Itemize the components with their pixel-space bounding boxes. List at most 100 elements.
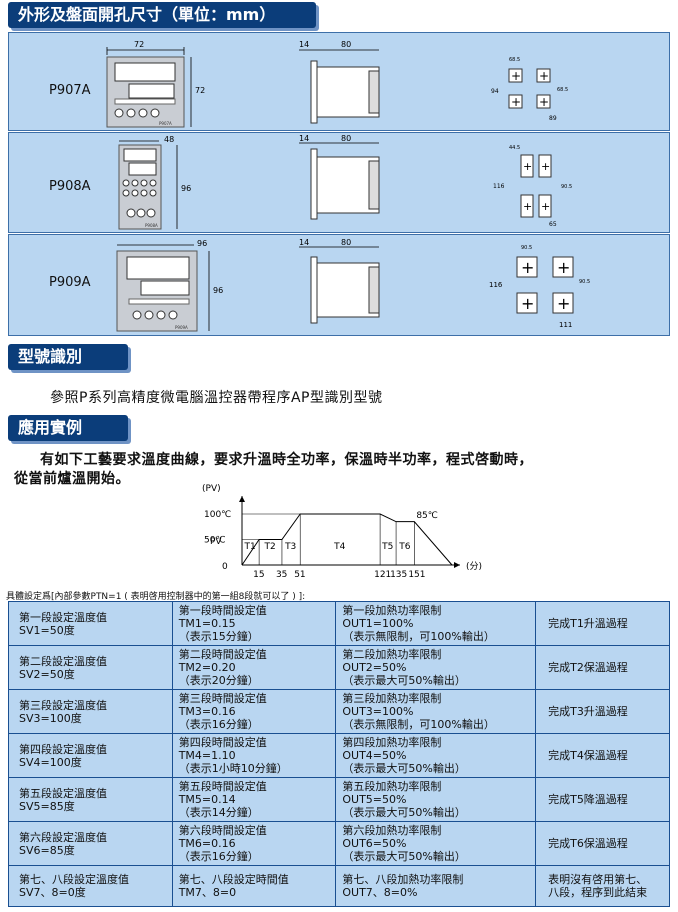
application-section-title: 應用實例 bbox=[8, 415, 128, 441]
cutout-h-label: 116 bbox=[493, 183, 505, 190]
side-depth-label: 14 bbox=[299, 134, 309, 143]
cell-line: 完成T4保溫過程 bbox=[548, 749, 628, 762]
x-tick-label: 135 bbox=[390, 570, 407, 580]
cell-line: OUT3=100% bbox=[342, 705, 414, 718]
cell-line: （表示1小時10分鐘） bbox=[178, 762, 288, 775]
cell-line: OUT4=50% bbox=[342, 749, 407, 762]
cell-line: OUT5=50% bbox=[342, 793, 407, 806]
front-height-label: 96 bbox=[213, 286, 223, 295]
svg-text:+: + bbox=[541, 160, 550, 173]
x-tick-label: 151 bbox=[408, 570, 425, 580]
cell-line: OUT6=50% bbox=[342, 837, 407, 850]
cell-line: 完成T2保溫過程 bbox=[548, 661, 628, 674]
front-width-label: 72 bbox=[134, 40, 144, 49]
cell-line: 完成T6保溫過程 bbox=[548, 837, 628, 850]
cutout-a-label: 44.5 bbox=[509, 145, 520, 151]
cell-line: （表示無限制，可100%輸出） bbox=[342, 630, 495, 643]
model-label: P908A bbox=[49, 179, 91, 194]
cutout-b-label: 90.5 bbox=[561, 184, 572, 190]
x-origin-label: 0 bbox=[222, 562, 228, 572]
cell-line: （表示最大可50%輸出） bbox=[342, 850, 466, 863]
side-depth-label: 14 bbox=[299, 40, 309, 49]
svg-text:+: + bbox=[511, 95, 521, 109]
svg-text:+: + bbox=[511, 69, 521, 83]
side-view-drawing bbox=[299, 142, 380, 220]
p908a-drawings: 48 96 P908A 14 80 ++ ++ 44.5 90.5 116 65 bbox=[118, 134, 572, 230]
cell-line: （表示16分鐘） bbox=[178, 850, 259, 863]
cell-line: 第五段設定溫度值 bbox=[19, 786, 107, 800]
cell-line: 第六段設定溫度值 bbox=[19, 830, 107, 844]
cell-line: 完成T5降溫過程 bbox=[548, 793, 628, 806]
cutout-a-label: 90.5 bbox=[521, 245, 532, 251]
cell-line: TM1=0.15 bbox=[178, 617, 236, 630]
cell-line: 第二段設定溫度值 bbox=[19, 654, 107, 668]
p909a-drawings: 96 96 P909A 14 80 ++ ++ 90.5 90.5 116 11… bbox=[116, 238, 590, 332]
table-caption: 具體設定爲[內部參數PTN=1 ( 表明啓用控制器中的第一組8段就可以了 ) ]… bbox=[6, 592, 306, 602]
cell-line: OUT1=100% bbox=[342, 617, 414, 630]
segment-label: T1 bbox=[244, 542, 256, 552]
cell-line: TM7、8=0 bbox=[178, 886, 237, 899]
x-axis-label: (分) bbox=[466, 561, 482, 572]
y-tick-label: 50℃ bbox=[204, 536, 226, 546]
cutout-a-label: 68.5 bbox=[509, 57, 520, 63]
dimension-panel-p908a: P908A 48 96 P908A 14 bbox=[8, 132, 670, 233]
y-axis-mid-label: PV bbox=[210, 537, 222, 547]
svg-text:+: + bbox=[557, 258, 570, 277]
dimension-panel-p907a: P907A 72 72 P907A 14 80 bbox=[8, 32, 670, 131]
cell-line: OUT2=50% bbox=[342, 661, 407, 674]
cell-line: OUT7、8=0% bbox=[342, 886, 418, 899]
cell-line: SV3=100度 bbox=[19, 711, 82, 725]
cutout-w-label: 89 bbox=[549, 115, 557, 122]
cell-line: 第六段時間設定值 bbox=[178, 824, 267, 837]
table-cell-c4: 表明沒有啓用第七、八段，程序到此結束 bbox=[535, 865, 670, 907]
application-text-1: 有如下工藝要求溫度曲線，要求升溫時全功率，保溫時半功率，程式啓動時， bbox=[40, 452, 533, 468]
cutout-w-label: 65 bbox=[549, 221, 557, 228]
cell-line: （表示最大可50%輸出） bbox=[342, 806, 466, 819]
side-length-label: 80 bbox=[341, 134, 351, 143]
svg-text:+: + bbox=[557, 294, 570, 313]
front-width-label: 48 bbox=[164, 135, 174, 144]
device-tag: P907A bbox=[159, 121, 172, 126]
table-cell-c4: 完成T2保溫過程 bbox=[535, 645, 670, 690]
front-view-drawing bbox=[116, 244, 210, 332]
x-tick-label: 35 bbox=[276, 570, 287, 580]
table-cell-c4: 完成T4保溫過程 bbox=[535, 733, 670, 778]
cell-line: 表明沒有啓用第七、 bbox=[548, 873, 648, 886]
svg-text:+: + bbox=[523, 160, 532, 173]
cell-line: SV4=100度 bbox=[19, 755, 82, 769]
cell-line: （表示20分鐘） bbox=[178, 674, 259, 687]
front-view-drawing bbox=[118, 140, 178, 230]
cell-line: 第四段時間設定值 bbox=[178, 736, 267, 749]
x-tick-label: 121 bbox=[374, 570, 391, 580]
cell-line: 第一段時間設定值 bbox=[178, 604, 267, 617]
y-tick-label: 100℃ bbox=[204, 510, 231, 520]
cell-line: （表示無限制，可100%輸出） bbox=[342, 718, 495, 731]
model-label: P909A bbox=[49, 275, 91, 290]
cell-line: SV5=85度 bbox=[19, 799, 75, 813]
front-height-label: 72 bbox=[195, 86, 205, 95]
cell-line: （表示14分鐘） bbox=[178, 806, 259, 819]
front-view-drawing bbox=[106, 47, 192, 128]
cell-line: 第一段設定溫度值 bbox=[19, 610, 107, 624]
segment-label: T2 bbox=[264, 542, 276, 552]
svg-text:+: + bbox=[521, 294, 534, 313]
cell-line: （表示16分鐘） bbox=[178, 718, 259, 731]
cell-line: TM6=0.16 bbox=[178, 837, 236, 850]
x-tick-label: 15 bbox=[253, 570, 264, 580]
model-description: 參照P系列高精度微電腦溫控器帶程序AP型識別型號 bbox=[50, 390, 383, 406]
device-tag: P908A bbox=[145, 223, 158, 228]
table-cell-c4: 完成T1升溫過程 bbox=[535, 601, 670, 646]
